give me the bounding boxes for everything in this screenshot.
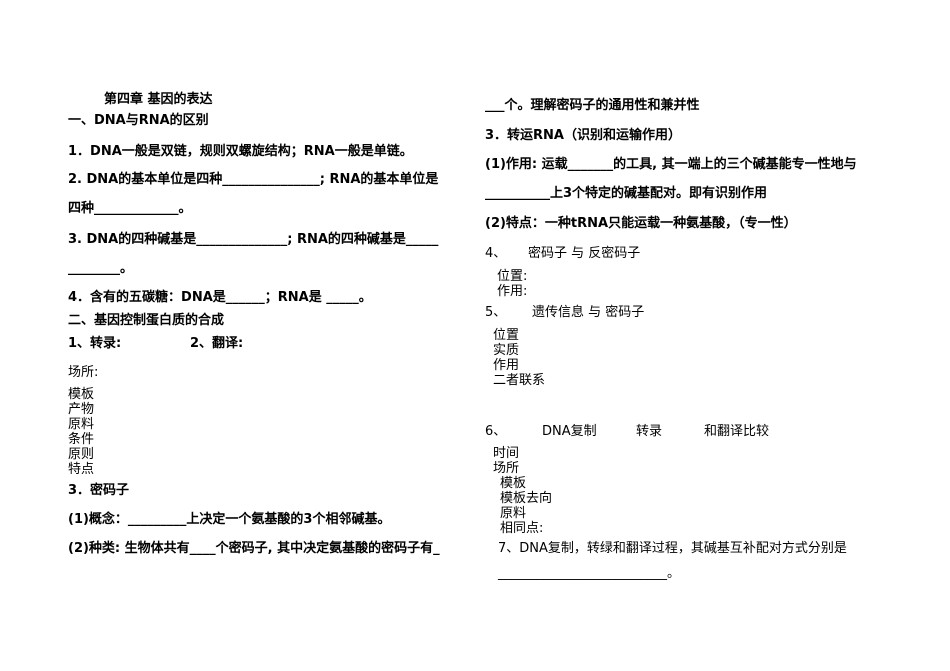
item6-dna-replication: DNA复制 <box>542 424 597 439</box>
trna-heading: 3．转运RNA（识别和运输作用） <box>485 128 681 143</box>
item6-field: 时间 <box>493 446 520 461</box>
item4-fields: 位置: 作用: <box>497 269 527 299</box>
item6-number: 6、 <box>485 424 507 439</box>
compare-item: 特点 <box>68 462 95 477</box>
place-label: 场所: <box>68 365 99 380</box>
item4-field: 位置: <box>497 269 528 284</box>
section2-heading: 二、基因控制蛋白质的合成 <box>68 313 225 328</box>
question-2-line2: 四种_____________。 <box>68 201 192 216</box>
question-2-line1: 2. DNA的基本单位是四种_______________; RNA的基本单位是 <box>68 172 439 187</box>
item5-field: 二者联系 <box>493 373 546 388</box>
compare-item: 原料 <box>68 417 95 432</box>
transcription-label: 1、转录: <box>68 336 122 351</box>
codon-kinds: (2)种类: 生物体共有____个密码子, 其中决定氨基酸的密码子有_ <box>68 541 440 556</box>
codon-kinds-continued: ___个。理解密码子的通用性和兼并性 <box>485 98 700 113</box>
item5-field: 实质 <box>493 343 520 358</box>
item4-title: 密码子 与 反密码子 <box>528 246 641 261</box>
section1-heading: 一、DNA与RNA的区别 <box>68 113 209 128</box>
question-1: 1．DNA一般是双链，规则双螺旋结构；RNA一般是单链。 <box>68 144 413 159</box>
question-4: 4．含有的五碳糖：DNA是______；RNA是 _____。 <box>68 290 372 305</box>
item4-field: 作用: <box>497 284 528 299</box>
compare-item: 条件 <box>68 432 95 447</box>
item5-field: 作用 <box>493 358 520 373</box>
item6-translation-compare: 和翻译比较 <box>704 424 770 439</box>
item7-line2: __________________________。 <box>498 566 681 581</box>
item5-field: 位置 <box>493 328 520 343</box>
trna-trait: (2)特点：一种tRNA只能运载一种氨基酸，（专一性） <box>485 216 797 231</box>
chapter-title: 第四章 基因的表达 <box>104 92 213 107</box>
question-3-line2: ________。 <box>68 261 134 276</box>
item5-number: 5、 <box>485 305 507 320</box>
item5-title: 遗传信息 与 密码子 <box>532 305 645 320</box>
trna-function-line2: __________上3个特定的碱基配对。即有识别作用 <box>485 186 768 201</box>
item6-field: 场所 <box>493 461 520 476</box>
item6-fields: 模板 模板去向 原料 相同点: <box>500 476 552 536</box>
item6-transcription: 转录 <box>636 424 663 439</box>
compare-item: 产物 <box>68 402 95 417</box>
item6-head-fields: 时间 场所 <box>493 446 519 476</box>
codon-heading: 3．密码子 <box>68 483 130 498</box>
compare-item: 原则 <box>68 447 95 462</box>
item6-field: 相同点: <box>500 521 544 536</box>
item6-field: 原料 <box>500 506 527 521</box>
question-3-line1: 3. DNA的四种碱基是______________; RNA的四种碱基是___… <box>68 232 439 247</box>
item6-field: 模板 <box>500 476 527 491</box>
item5-fields: 位置 实质 作用 二者联系 <box>493 328 545 388</box>
trna-function-line1: (1)作用: 运载_______的工具, 其一端上的三个碱基能专一性地与 <box>485 157 857 172</box>
compare-items-list: 模板 产物 原料 条件 原则 特点 <box>68 387 94 477</box>
item4-number: 4、 <box>485 246 507 261</box>
compare-item: 模板 <box>68 387 95 402</box>
item7-line1: 7、DNA复制，转绿和翻译过程，其碱基互补配对方式分别是 <box>498 541 847 556</box>
codon-concept: (1)概念：_________上决定一个氨基酸的3个相邻碱基。 <box>68 512 391 527</box>
translation-label: 2、翻译: <box>190 336 244 351</box>
item6-field: 模板去向 <box>500 491 553 506</box>
